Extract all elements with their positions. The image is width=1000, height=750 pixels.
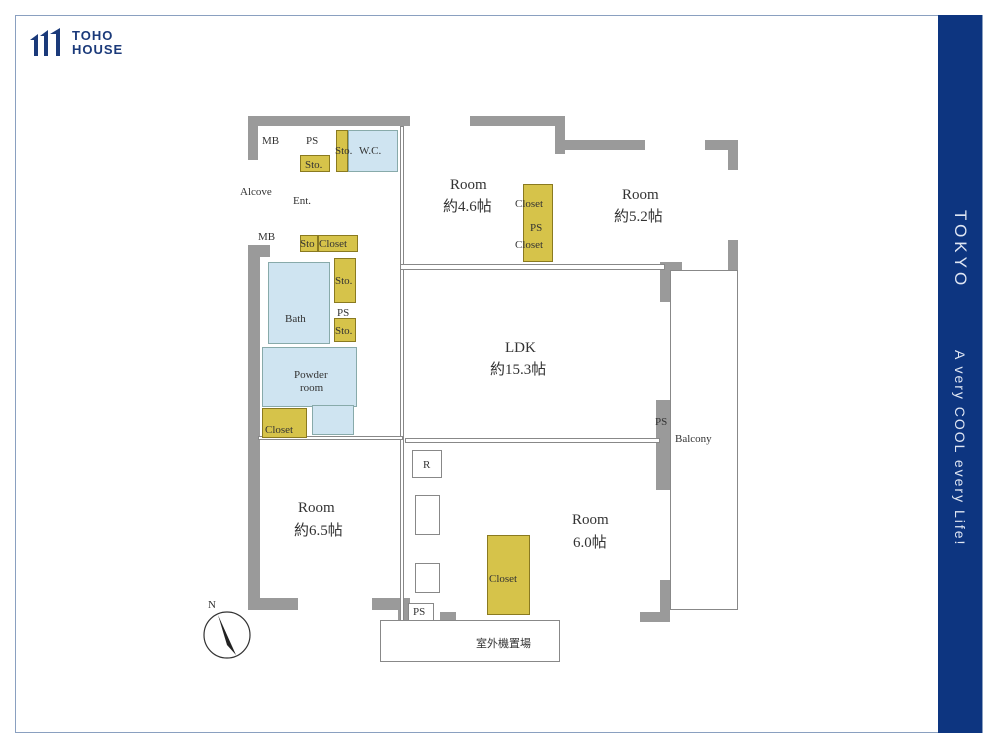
label-sto: Sto. (335, 325, 353, 337)
label-room-5-2: Room (622, 187, 659, 203)
partition (258, 436, 403, 440)
label-mb: MB (258, 231, 276, 243)
label-powder: Powder (294, 369, 328, 381)
label-entrance: Ent. (293, 195, 312, 207)
brand-line2: HOUSE (72, 42, 124, 57)
label-outdoor-unit: 室外機置場 (476, 638, 531, 650)
wc-area (348, 130, 398, 172)
label-closet: Closet (319, 238, 348, 250)
label-ps: PS (306, 135, 319, 147)
label-ps: PS (655, 416, 668, 428)
label-room-4-6-size: 約4.6帖 (443, 199, 492, 215)
compass-north-label: N (208, 599, 216, 611)
compass: N (200, 597, 256, 663)
north-arrow-icon (203, 611, 251, 659)
fridge-space (412, 450, 442, 478)
label-wc: W.C. (359, 145, 382, 157)
label-closet: Closet (489, 573, 518, 585)
outdoor-unit-area (380, 620, 560, 662)
band-tagline: A very COOL every Life! (952, 350, 968, 547)
label-ps: PS (413, 606, 426, 618)
side-band: TOKYO A very COOL every Life! (938, 15, 982, 733)
label-bath: Bath (285, 313, 306, 325)
label-sto: Sto. (305, 159, 323, 171)
label-closet: Closet (515, 239, 544, 251)
brand-logo: TOHO HOUSE (28, 28, 123, 58)
kitchen-stove (415, 563, 440, 593)
label-balcony: Balcony (675, 433, 712, 445)
label-room-5-2-size: 約5.2帖 (614, 209, 663, 225)
partition (405, 438, 660, 443)
washer-pan (312, 405, 354, 435)
partition (400, 126, 404, 621)
ps-box (408, 603, 434, 621)
label-fridge: R (423, 459, 431, 471)
kitchen-sink (415, 495, 440, 535)
toho-logo-icon (30, 28, 60, 56)
label-sto: Sto. (335, 275, 353, 287)
label-room-6-5: Room (298, 500, 335, 516)
brand-line1: TOHO (72, 28, 114, 43)
label-closet: Closet (515, 198, 544, 210)
label-ps: PS (530, 222, 543, 234)
label-closet: Closet (265, 424, 294, 436)
sheet-border (15, 15, 983, 733)
label-alcove: Alcove (240, 186, 272, 198)
label-room-6-0: Room (572, 512, 609, 528)
label-ldk: LDK (505, 340, 536, 356)
label-ps: PS (337, 307, 350, 319)
label-ldk-size: 約15.3帖 (490, 362, 547, 378)
label-room-4-6: Room (450, 177, 487, 193)
powder-area (262, 347, 357, 407)
label-mb: MB (262, 135, 280, 147)
label-room-6-0-size: 6.0帖 (573, 535, 607, 551)
bath-area (268, 262, 330, 344)
label-sto: Sto (300, 238, 315, 250)
partition (400, 264, 665, 270)
label-room-6-5-size: 約6.5帖 (294, 523, 343, 539)
band-title: TOKYO (951, 210, 970, 290)
label-sto-wc: Sto. (335, 145, 353, 157)
balcony-area (670, 270, 738, 610)
label-powder-room: room (300, 382, 324, 394)
